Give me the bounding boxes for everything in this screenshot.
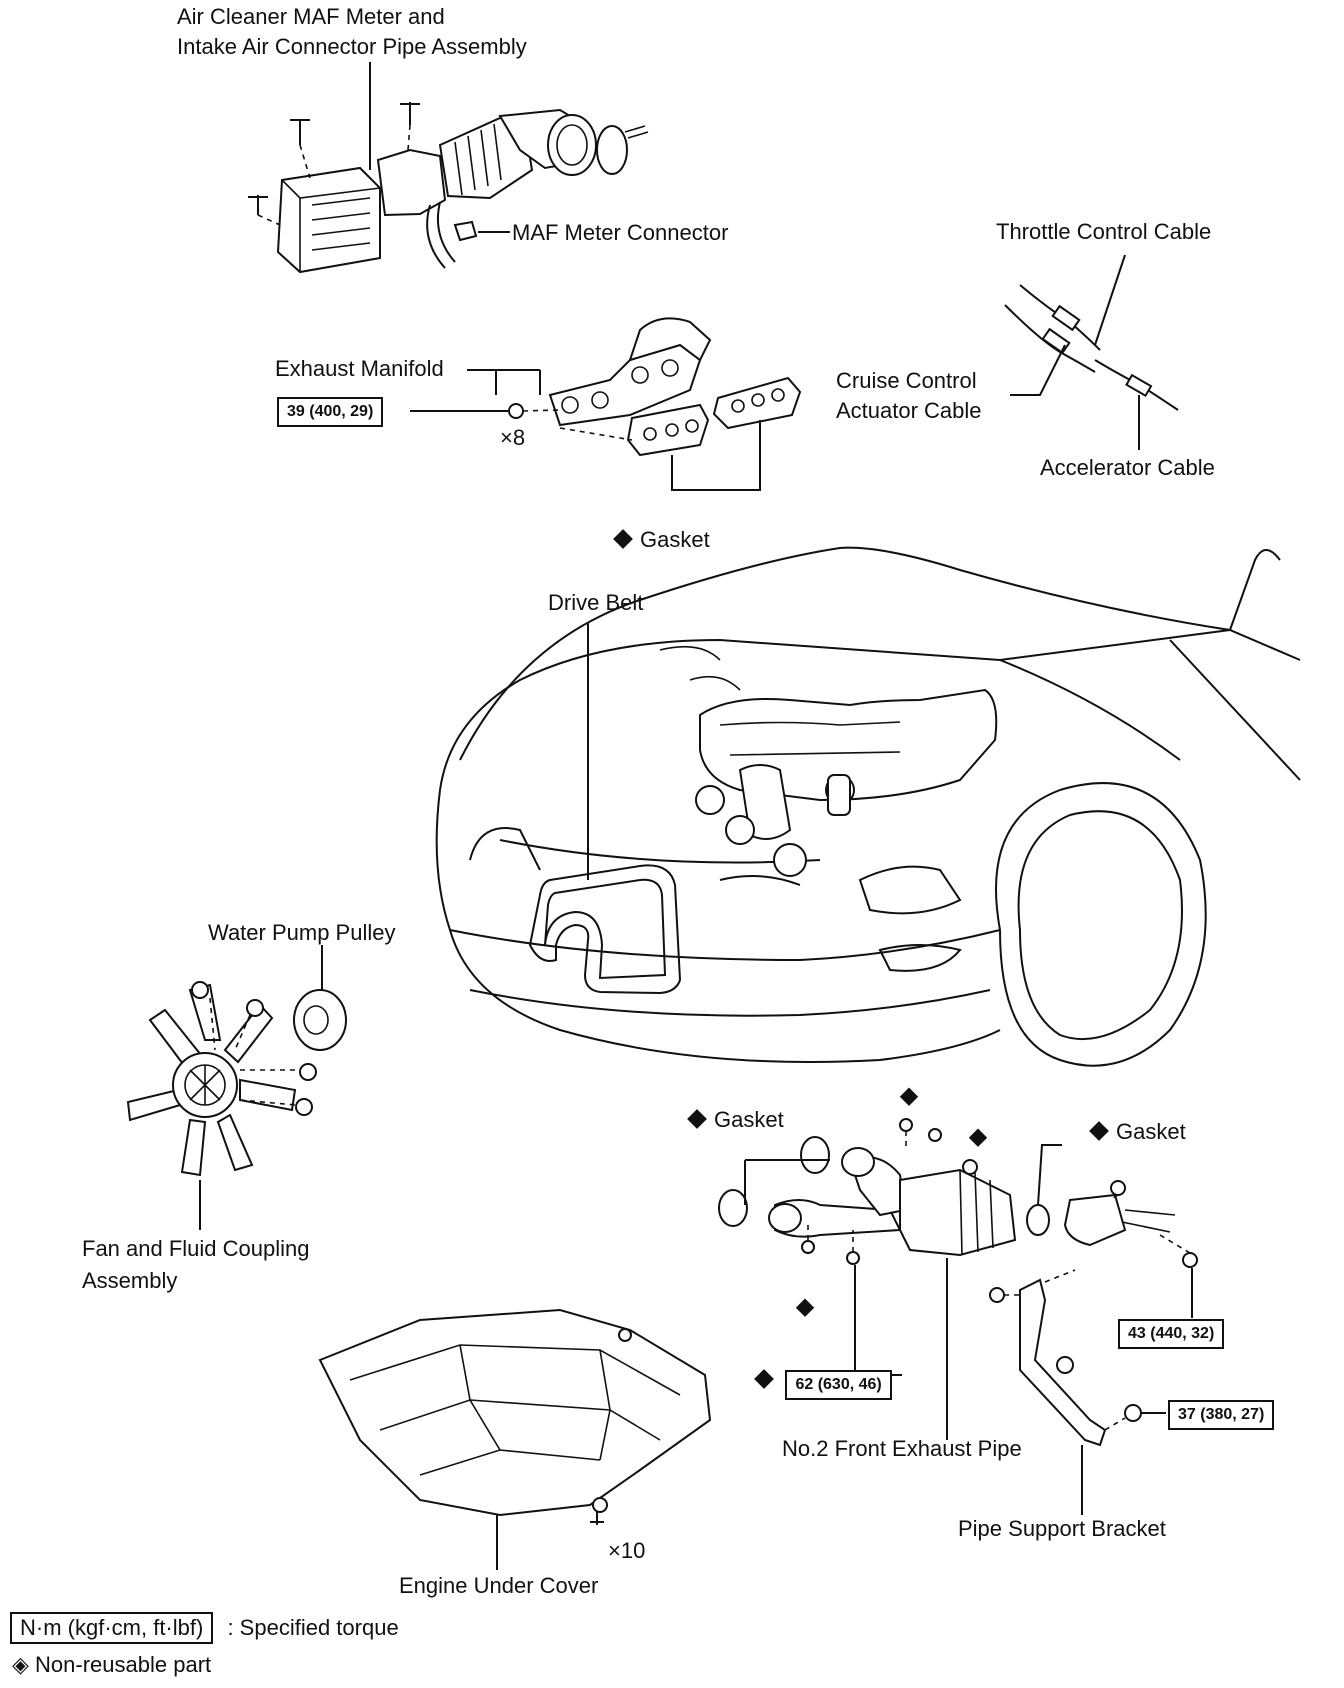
nonreusable-markers xyxy=(795,1087,988,1317)
label-air-cleaner: Air Cleaner MAF Meter and xyxy=(177,4,445,29)
label-exhaust-manifold: Exhaust Manifold xyxy=(275,356,444,381)
legend-nonreusable: ◈ Non-reusable part xyxy=(12,1650,211,1680)
legend-torque-text: : Specified torque xyxy=(227,1615,399,1640)
legend-nonreusable-text: Non-reusable part xyxy=(35,1652,212,1677)
control-cables-drawing xyxy=(1004,254,1179,450)
legend-nonreusable-icon: ◈ xyxy=(12,1652,29,1677)
label-fan-coupling: Fan and Fluid Coupling xyxy=(82,1236,310,1261)
label-throttle-cable: Throttle Control Cable xyxy=(996,219,1212,244)
label-under-cover-qty: ×10 xyxy=(608,1538,646,1563)
nonreusable-icon xyxy=(1089,1121,1109,1141)
engine-under-cover-drawing xyxy=(318,1308,712,1570)
nonreusable-icon xyxy=(687,1109,707,1129)
label-gasket-left: Gasket xyxy=(687,1105,784,1135)
label-engine-under-cover: Engine Under Cover xyxy=(399,1573,599,1598)
label-pipe-support-bracket: Pipe Support Bracket xyxy=(958,1516,1166,1541)
label-maf-connector: MAF Meter Connector xyxy=(512,220,729,245)
label-cruise-control-line2: Actuator Cable xyxy=(836,398,982,423)
legend-torque-box: N·m (kgf·cm, ft·lbf) xyxy=(10,1612,214,1644)
label-accelerator-cable: Accelerator Cable xyxy=(1040,455,1215,480)
torque-exhaust-nut: 62 (630, 46) xyxy=(785,1370,892,1400)
nonreusable-icon xyxy=(613,529,633,549)
label-drive-belt: Drive Belt xyxy=(548,590,644,615)
torque-bracket: 37 (380, 27) xyxy=(1168,1400,1275,1430)
legend-torque: N·m (kgf·cm, ft·lbf) : Specified torque xyxy=(10,1612,399,1644)
label-gasket-right: Gasket xyxy=(1089,1117,1186,1147)
label-cruise-control: Cruise Control xyxy=(836,368,977,393)
label-gasket-top: Gasket xyxy=(613,525,710,555)
torque-exhaust-right: 43 (440, 32) xyxy=(1118,1319,1225,1349)
torque-exhaust-nut-row: 62 (630, 46) xyxy=(754,1369,892,1400)
air-cleaner-assembly-drawing xyxy=(248,102,649,274)
label-fan-coupling-line2: Assembly xyxy=(82,1268,178,1293)
exhaust-manifold-drawing xyxy=(410,317,802,491)
nonreusable-icon xyxy=(754,1369,774,1389)
fan-coupling-drawing xyxy=(126,945,347,1230)
label-front-exhaust-pipe: No.2 Front Exhaust Pipe xyxy=(782,1436,1022,1461)
torque-manifold: 39 (400, 29) xyxy=(277,397,384,427)
label-manifold-qty: ×8 xyxy=(500,425,526,450)
label-air-cleaner-line2: Intake Air Connector Pipe Assembly xyxy=(177,34,527,59)
exhaust-pipe-drawing xyxy=(718,1118,1198,1515)
label-water-pump-pulley: Water Pump Pulley xyxy=(208,920,396,945)
car-front-drawing xyxy=(435,546,1301,1067)
